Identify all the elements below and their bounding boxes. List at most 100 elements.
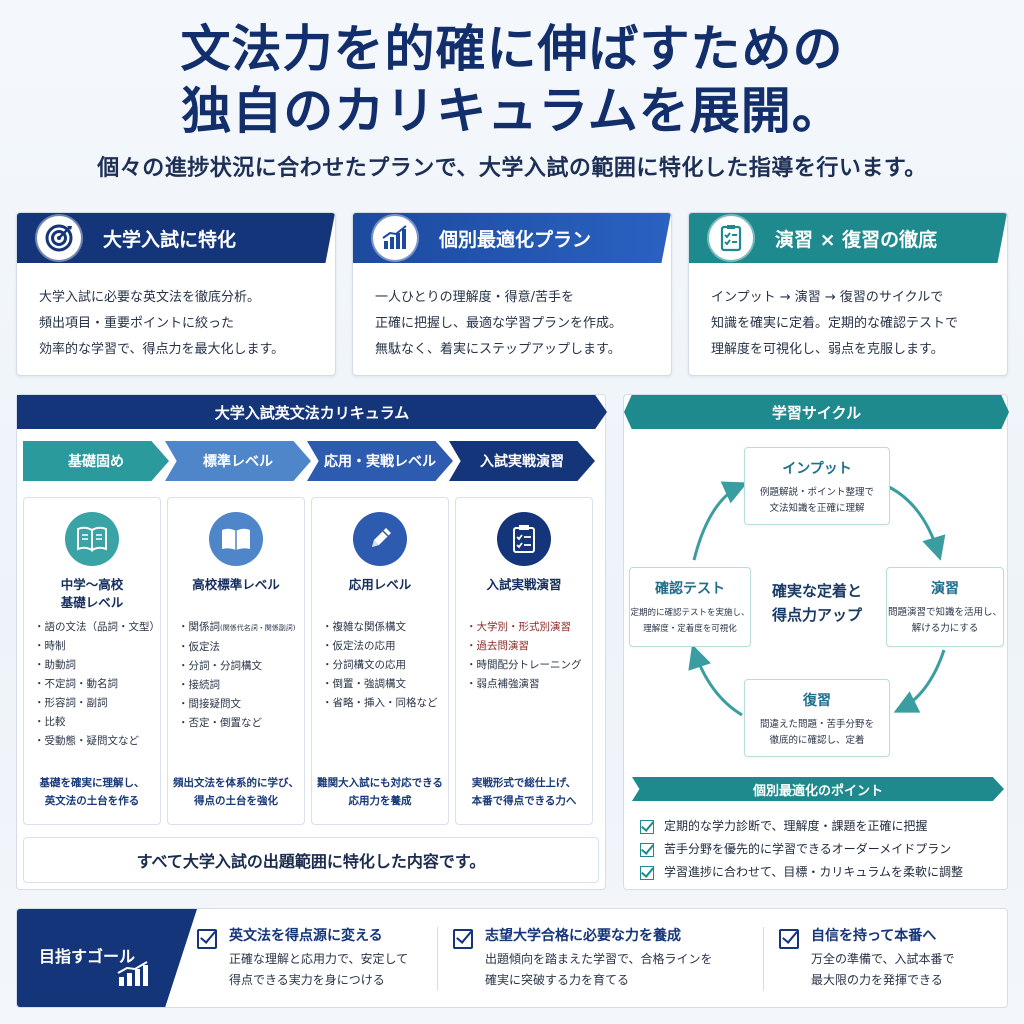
curriculum-footer: すべて大学入試の出題範囲に特化した内容です。 [23,837,599,883]
feature-header: 演習 × 復習の徹底 [689,213,1007,263]
topic-item: 接続詞 [178,676,304,695]
summary-line: 得点の土台を強化 [194,795,278,807]
pencil-icon [353,512,407,566]
node-line: 文法知識を正確に理解 [769,503,865,514]
level-line: 応用レベル [348,577,412,592]
node-line: 問題演習で知識を活用し、 [887,607,1002,618]
optimization-points-title: 個別最適化のポイント [632,777,1004,801]
curriculum-column-standard: 高校標準レベル 関係詞(関係代名詞・関係副詞) 仮定法 分詞・分詞構文 接続詞 … [167,497,305,825]
topic-item: 仮定法 [178,638,304,657]
point-text: 学習進捗に合わせて、目標・カリキュラムを柔軟に調整 [664,865,964,879]
topic-item: 分詞・分詞構文 [178,657,304,676]
goal-description: 万全の準備で、入試本番で 最大限の力を発揮できる [811,949,999,991]
column-level: 入試実戦演習 [456,576,592,616]
page-title: 文法力を的確に伸ばすための 独自のカリキュラムを展開。 [0,18,1024,142]
feature-line: 一人ひとりの理解度・得意/苦手を [375,290,574,305]
topic-item: 複雑な関係構文 [322,618,448,637]
curriculum-column-basic: 中学〜高校 基礎レベル 語の文法（品詞・文型） 時制 助動詞 不定詞・動名詞 形… [23,497,161,825]
goal-item-confidence: 自信を持って本番へ 万全の準備で、入試本番で 最大限の力を発揮できる [779,925,999,991]
goal-line: 万全の準備で、入試本番で [811,952,955,966]
topic-item: 分詞構文の応用 [322,656,448,675]
checkbox-icon [197,929,217,949]
node-line: 解ける力にする [911,623,979,634]
node-title: 復習 [803,693,831,709]
cycle-arrows [688,481,946,717]
goal-bar: 目指すゴール 英文法を得点源に変える 正確な理解と応用力で、安定して 得点できる… [16,908,1008,1008]
cycle-node-input: インプット 例題解説・ポイント整理で 文法知識を正確に理解 [744,447,890,525]
title-line-2: 独自のカリキュラムを展開。 [181,81,843,140]
column-level: 高校標準レベル [168,576,304,616]
node-title: 確認テスト [655,581,725,597]
node-line: 徹底的に確認し、定着 [769,735,865,746]
level-line: 基礎レベル [60,595,124,610]
node-line: 定期的に確認テストを実施し、 [630,608,750,618]
optimization-point: 定期的な学力診断で、理解度・課題を正確に把握 [640,815,963,838]
topic-item: 比較 [34,713,160,732]
topic-item: 形容詞・副詞 [34,694,160,713]
feature-card-plan: 個別最適化プラン 一人ひとりの理解度・得意/苦手を 正確に把握し、最適な学習プラ… [352,212,672,376]
goal-label: 目指すゴール [17,909,197,1007]
book-icon [209,512,263,566]
feature-card-practice: 演習 × 復習の徹底 インプット → 演習 → 復習のサイクルで 知識を確実に定… [688,212,1008,376]
topic-item: 否定・倒置など [178,714,304,733]
curriculum-column-applied: 応用レベル 複雑な関係構文 仮定法の応用 分詞構文の応用 倒置・強調構文 省略・… [311,497,449,825]
checkbox-icon [640,819,654,834]
feature-line: 効率的な学習で、得点力を最大化します。 [39,342,285,357]
divider [437,927,438,991]
node-description: 定期的に確認テストを実施し、 理解度・定着度を可視化 [630,605,750,637]
open-book-icon [65,512,119,566]
checkbox-icon [779,929,799,949]
level-line: 入試実戦演習 [486,577,562,592]
goal-line: 正確な理解と応用力で、安定して [229,952,409,966]
learning-cycle-panel: 学習サイクル インプット 例題解説・ポイント整理で 文法知識を正確に理解 演習 … [623,394,1009,890]
feature-description: 大学入試に必要な英文法を徹底分析。 頻出項目・重要ポイントに絞った 効率的な学習… [17,263,335,363]
checklist-icon [709,216,753,260]
topic-item: 間接疑問文 [178,695,304,714]
feature-title: 演習 × 復習の徹底 [775,228,938,251]
optimization-points-list: 定期的な学力診断で、理解度・課題を正確に把握 苦手分野を優先的に学習できるオーダ… [640,815,963,884]
topic-item: 仮定法の応用 [322,637,448,656]
curriculum-column-exam: 入試実戦演習 大学別・形式別演習 過去問演習 時間配分トレーニング 弱点補強演習… [455,497,593,825]
topic-item: 省略・挿入・同格など [322,694,448,713]
cycle-center-text: 確実な定着と 得点力アップ [762,579,872,627]
level-line: 高校標準レベル [192,577,280,592]
center-line: 確実な定着と [771,582,862,600]
goal-description: 正確な理解と応用力で、安定して 得点できる実力を身につける [229,949,467,991]
topic-item: 倒置・強調構文 [322,675,448,694]
divider [763,927,764,991]
optimization-point: 苦手分野を優先的に学習できるオーダーメイドプラン [640,838,963,861]
feature-title: 大学入試に特化 [103,228,237,251]
checkbox-icon [640,842,654,857]
feature-line: 理解度を可視化し、弱点を克服します。 [711,342,944,357]
stage-basic: 基礎固め [23,441,169,481]
curriculum-title: 大学入試英文法カリキュラム [17,395,607,429]
topic-list: 大学別・形式別演習 過去問演習 時間配分トレーニング 弱点補強演習 [456,616,592,694]
goal-line: 得点できる実力を身につける [229,973,385,987]
node-description: 問題演習で知識を活用し、 解ける力にする [887,605,1003,637]
column-summary: 実戦形式で総仕上げ、 本番で得点できる力へ [456,774,592,810]
goal-item-score: 英文法を得点源に変える 正確な理解と応用力で、安定して 得点できる実力を身につけ… [197,925,467,991]
feature-line: インプット → 演習 → 復習のサイクルで [711,290,944,305]
feature-header: 個別最適化プラン [353,213,671,263]
title-line-1: 文法力を的確に伸ばすための [180,19,844,78]
topic-item: 助動詞 [34,656,160,675]
growth-chart-icon [373,216,417,260]
topic-item: 弱点補強演習 [466,675,592,694]
feature-header: 大学入試に特化 [17,213,335,263]
cycle-node-review: 復習 間違えた問題・苦手分野を 徹底的に確認し、定着 [744,679,890,757]
node-line: 例題解説・ポイント整理で [759,487,874,498]
stage-exam: 入試実戦演習 [449,441,595,481]
column-level: 中学〜高校 基礎レベル [24,576,160,616]
feature-description: インプット → 演習 → 復習のサイクルで 知識を確実に定着。定期的な確認テスト… [689,263,1007,363]
goal-line: 出題傾向を踏まえた学習で、合格ラインを [485,952,713,966]
page-subtitle: 個々の進捗状況に合わせたプランで、大学入試の範囲に特化した指導を行います。 [97,155,927,181]
cycle-title: 学習サイクル [624,395,1009,429]
feature-description: 一人ひとりの理解度・得意/苦手を 正確に把握し、最適な学習プランを作成。 無駄な… [353,263,671,363]
center-line: 得点力アップ [771,606,862,624]
feature-line: 正確に把握し、最適な学習プランを作成。 [375,316,623,331]
hero-header: 文法力を的確に伸ばすための 独自のカリキュラムを展開。 個々の進捗状況に合わせた… [0,18,1024,182]
optimization-point: 学習進捗に合わせて、目標・カリキュラムを柔軟に調整 [640,861,963,884]
cycle-node-practice: 演習 問題演習で知識を活用し、 解ける力にする [886,567,1004,647]
stage-applied: 応用・実戦レベル [307,441,453,481]
topic-note: (関係代名詞・関係副詞) [220,624,296,632]
